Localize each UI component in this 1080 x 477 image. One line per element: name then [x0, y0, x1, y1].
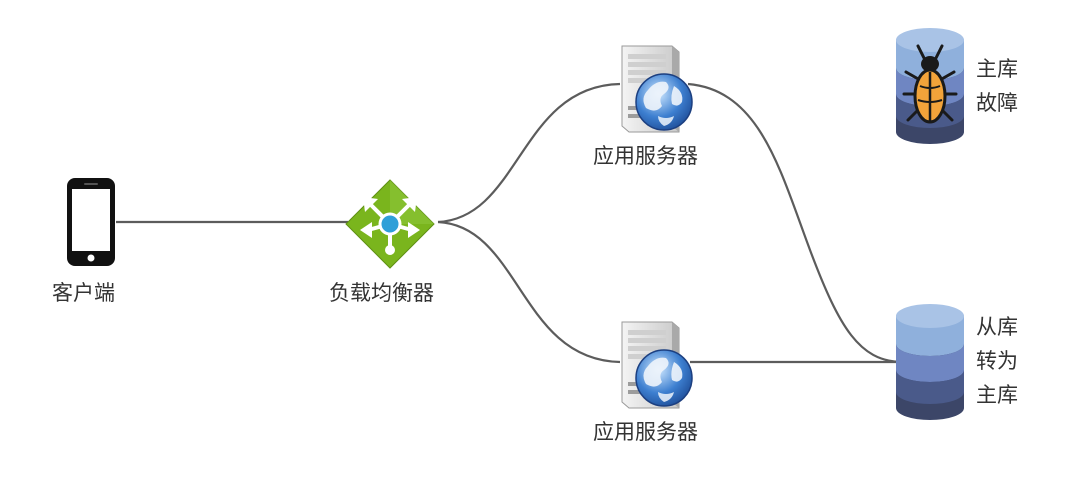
lb-to-server-top-line [437, 82, 621, 224]
app-server-bottom-label: 应用服务器 [593, 420, 698, 444]
server-top-to-replica-line [687, 82, 901, 364]
load-balancer-label: 负载均衡器 [329, 281, 434, 305]
web-server-bottom-icon [621, 321, 693, 409]
database-icon [896, 304, 964, 420]
replica-db-label-line-1: 从库 [976, 315, 1018, 339]
bug-icon [902, 44, 958, 124]
primary-db-label: 主库 故障 [976, 52, 1036, 120]
connections [116, 82, 901, 364]
client-label: 客户端 [52, 281, 115, 305]
primary-db-label-line-2: 故障 [976, 91, 1018, 115]
app-server-top-label: 应用服务器 [593, 144, 698, 168]
replica-db-label: 从库 转为 主库 [976, 310, 1036, 412]
web-server-top-icon [621, 45, 693, 133]
load-balancer-icon [345, 179, 435, 269]
primary-db-label-line-1: 主库 [976, 57, 1018, 81]
database-bug-icon [896, 28, 964, 144]
replica-db-label-line-3: 主库 [976, 383, 1018, 407]
lb-to-server-bottom-line [437, 220, 621, 364]
smartphone-icon [67, 178, 115, 266]
replica-db-label-line-2: 转为 [976, 349, 1018, 373]
